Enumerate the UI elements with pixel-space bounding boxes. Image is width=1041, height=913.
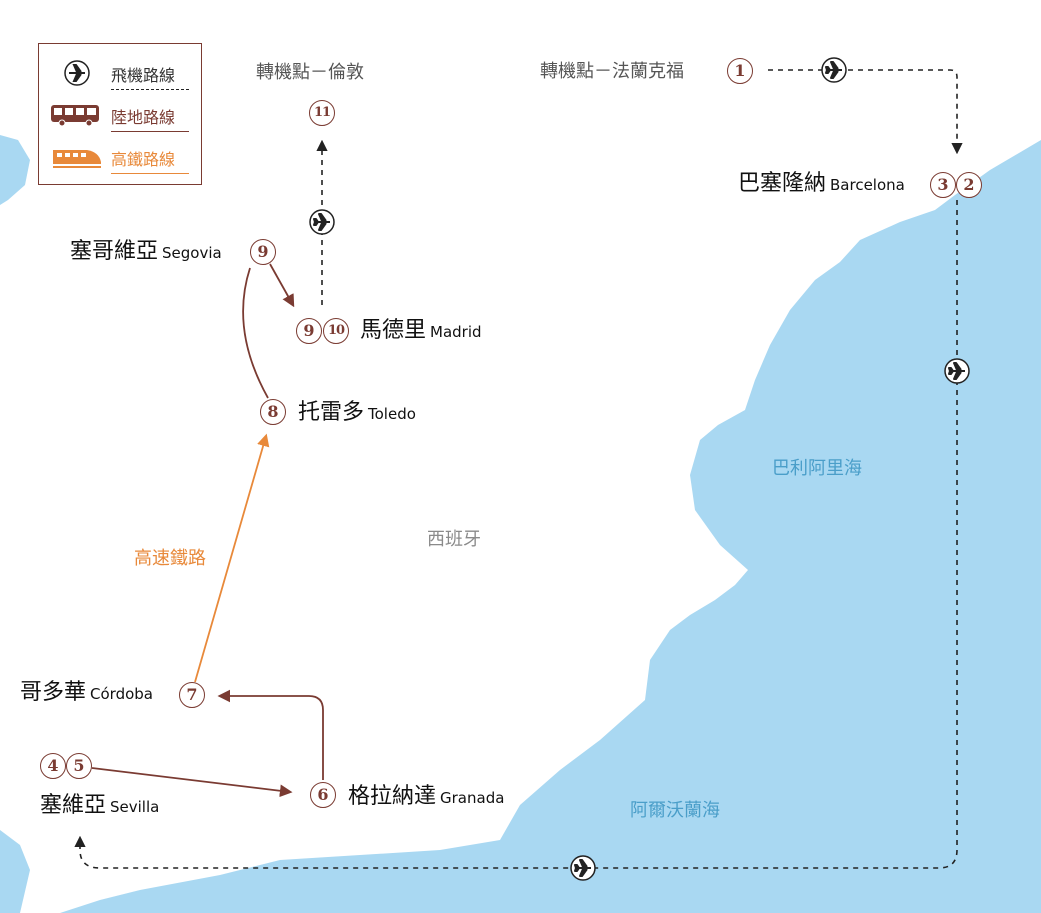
country-label: 西班牙 — [427, 529, 481, 550]
sea-alboran-label: 阿爾沃蘭海 — [630, 800, 720, 821]
sea-bottom-left — [0, 830, 30, 913]
mediterranean-sea — [60, 140, 1041, 913]
toledo-zh: 托雷多 — [298, 400, 365, 425]
airplane-icon — [309, 209, 335, 235]
transfer-frankfurt-label: 轉機點－法蘭克福 — [540, 61, 684, 82]
legend-rail-label: 高鐵路線 — [111, 146, 189, 174]
legend-flight: 飛機路線 — [39, 58, 203, 90]
stop-2: 2 — [956, 172, 982, 198]
segovia-en: Segovia — [162, 244, 222, 262]
rail-route — [194, 433, 270, 683]
toledo-en: Toledo — [368, 405, 416, 423]
cordoba-zh: 哥多華 — [20, 680, 87, 705]
bus-icon — [51, 105, 99, 127]
segovia-zh: 塞哥維亞 — [70, 239, 159, 264]
transfer-london-label: 轉機點－倫敦 — [256, 62, 364, 83]
stop-10: 10 — [323, 318, 349, 344]
train-icon — [53, 150, 101, 168]
legend-rail: 高鐵路線 — [39, 142, 203, 174]
legend-flight-label: 飛機路線 — [111, 62, 189, 90]
sevilla-en: Sevilla — [110, 798, 160, 816]
airplane-icon — [64, 60, 90, 86]
cordoba-en: Córdoba — [90, 685, 153, 703]
madrid-zh: 馬德里 — [360, 318, 427, 343]
stop-9-segovia: 9 — [250, 239, 276, 265]
legend-land-label: 陸地路線 — [111, 104, 189, 132]
rail-route-label: 高速鐵路 — [134, 548, 206, 569]
map-legend: 飛機路線 陸地路線 高鐵路線 — [38, 43, 202, 185]
barcelona-en: Barcelona — [830, 176, 905, 194]
legend-land: 陸地路線 — [39, 100, 203, 132]
stop-3: 3 — [930, 172, 956, 198]
barcelona-zh: 巴塞隆納 — [738, 171, 827, 196]
stop-5: 5 — [66, 753, 92, 779]
sevilla-zh: 塞維亞 — [40, 793, 107, 818]
granada-en: Granada — [440, 789, 505, 807]
stop-8: 8 — [260, 399, 286, 425]
stop-11: 11 — [309, 100, 335, 126]
madrid-en: Madrid — [430, 323, 482, 341]
stop-4: 4 — [40, 753, 66, 779]
stop-1: 1 — [727, 58, 753, 84]
land-routes — [91, 263, 324, 798]
airplane-icon — [570, 855, 596, 881]
stop-7: 7 — [179, 682, 205, 708]
stop-6: 6 — [310, 782, 336, 808]
airplane-icon — [821, 57, 847, 83]
airplane-icon — [944, 358, 970, 384]
stop-9-madrid: 9 — [296, 318, 322, 344]
sea-balearic-label: 巴利阿里海 — [772, 458, 862, 479]
granada-zh: 格拉納達 — [348, 784, 437, 809]
sea-top-left — [0, 135, 30, 205]
